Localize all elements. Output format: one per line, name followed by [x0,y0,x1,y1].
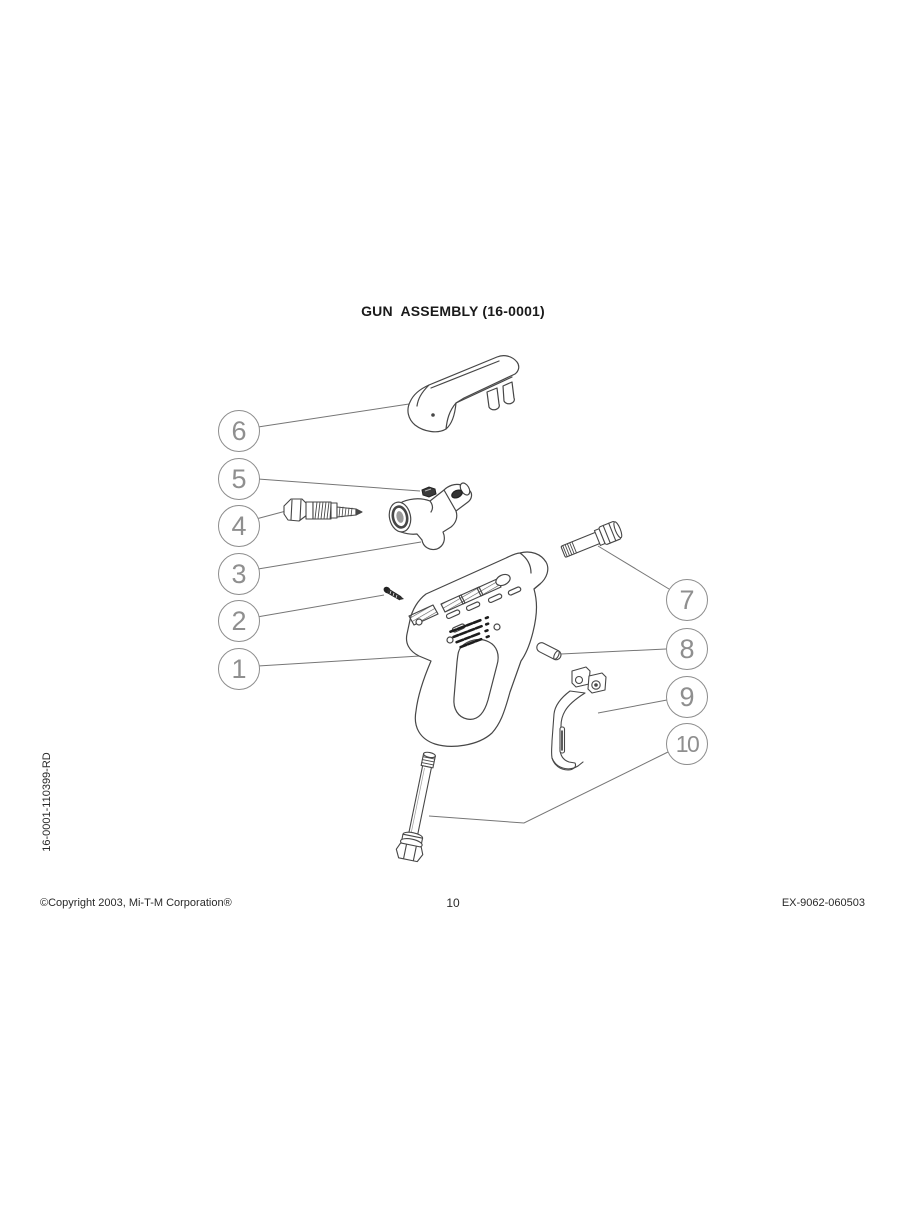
part-7-inlet-fitting [560,521,623,558]
callout-2: 2 [218,600,260,642]
callout-10: 10 [666,723,708,765]
part-10-inlet-pipe [395,751,436,863]
part-4-valve-stem [283,498,363,522]
part-1-gun-body [405,551,549,747]
callout-8: 8 [666,628,708,670]
leader-7 [597,545,670,590]
gun-body-microtext [449,616,492,649]
page-number: 10 [446,896,460,910]
callout-3: 3 [218,553,260,595]
callout-4: 4 [218,505,260,547]
part-5-seal [421,486,437,498]
leader-8 [560,648,667,655]
leader-5 [257,478,421,492]
leader-6 [257,403,410,428]
part-9-trigger [551,666,607,771]
callout-1: 1 [218,648,260,690]
leader-4 [255,510,287,520]
callout-7: 7 [666,579,708,621]
copyright-notice: ©Copyright 2003, Mi-T-M Corporation® [40,897,232,909]
document-code: EX-9062-060503 [781,897,865,909]
callout-9: 9 [666,676,708,718]
callout-5: 5 [218,458,260,500]
leader-lines [255,403,670,824]
part-3-valve-body [388,482,473,551]
part-6-handle-lever [407,355,520,433]
leader-10 [428,751,669,824]
part-2-screw [383,586,404,601]
leader-2 [256,594,385,618]
part-8-pin [536,642,562,661]
page-title: GUN ASSEMBLY (16-0001) [361,303,545,319]
leader-9 [597,699,668,714]
callout-6: 6 [218,410,260,452]
part-3-top-seal [451,489,463,499]
leader-1 [257,655,421,667]
leader-3 [257,541,422,570]
